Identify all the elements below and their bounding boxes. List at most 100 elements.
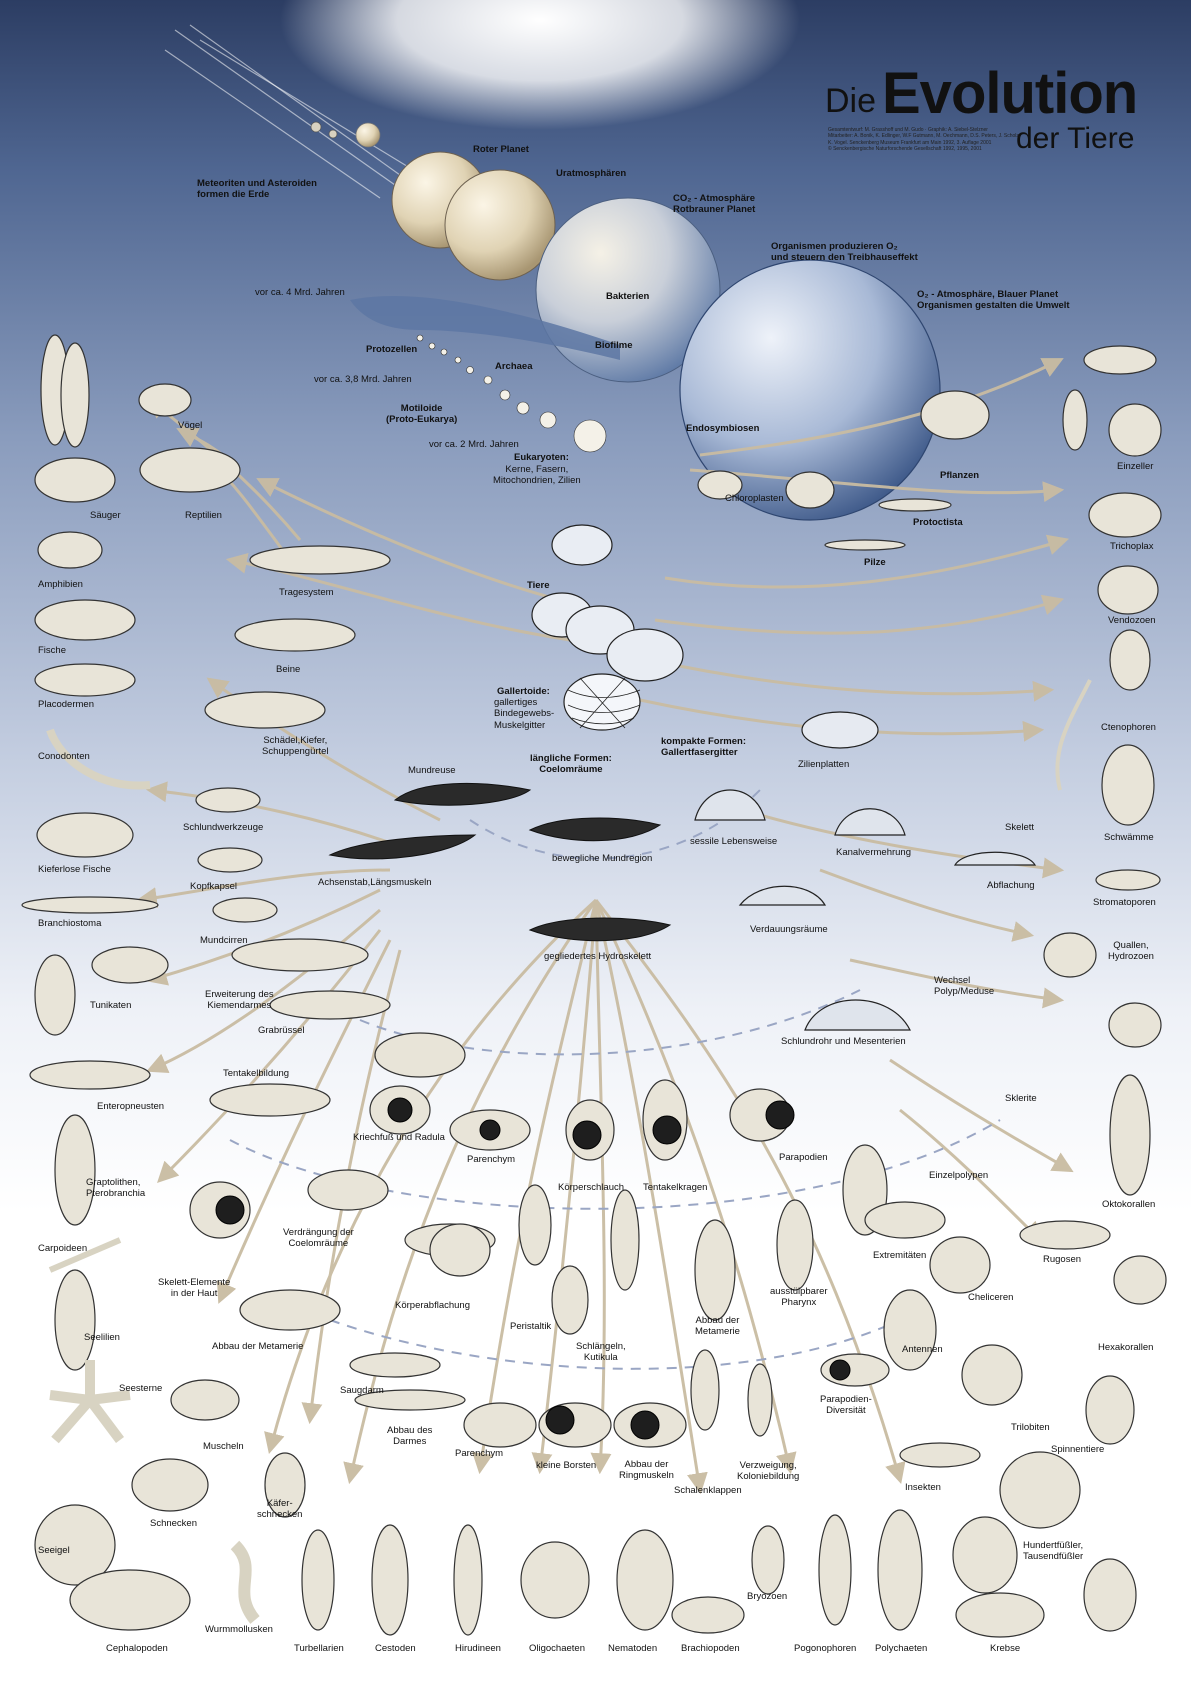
- animal-silhouettes: [21, 334, 1167, 1638]
- gallertoide-stages: [531, 524, 684, 731]
- label-pharynx: ausstülpbarer Pharynx: [770, 1286, 828, 1309]
- label-eukaryoten: Eukaryoten:: [514, 452, 569, 463]
- label-verzweigung: Verzweigung, Koloniebildung: [737, 1460, 800, 1483]
- label-oktokorallen: Oktokorallen: [1102, 1199, 1156, 1210]
- label-3-8-mrd: vor ca. 3,8 Mrd. Jahren: [314, 374, 412, 385]
- label-grabruessel: Grabrüssel: [258, 1025, 305, 1036]
- label-skelett-haut: Skelett-Elemente in der Haut: [158, 1277, 231, 1300]
- label-kiemendarm: Erweiterung des Kiemendarmes: [205, 989, 274, 1012]
- label-seelilien: Seelilien: [84, 1332, 120, 1343]
- label-kleine-borsten: kleine Borsten: [536, 1460, 597, 1471]
- label-abbau-darmes: Abbau des Darmes: [387, 1425, 433, 1448]
- label-tunikaten: Tunikaten: [90, 1000, 132, 1011]
- planet-blue: [679, 259, 941, 521]
- label-hirudineen: Hirudineen: [455, 1643, 501, 1654]
- title-evolution: Evolution: [882, 61, 1138, 126]
- label-cephalopoden: Cephalopoden: [106, 1643, 168, 1654]
- label-tiere: Tiere: [527, 580, 550, 591]
- label-trichoplax: Trichoplax: [1110, 541, 1154, 552]
- credits-line: K. Vogel. Senckenberg Museum Frankfurt a…: [828, 139, 992, 146]
- label-pflanzen: Pflanzen: [940, 470, 980, 481]
- meteor: [355, 122, 381, 148]
- arrows: [135, 358, 1074, 1495]
- label-peristaltik: Peristaltik: [510, 1321, 552, 1332]
- label-chloroplasten: Chloroplasten: [725, 493, 784, 504]
- label-sessile: sessile Lebensweise: [690, 836, 778, 847]
- label-muscheln: Muscheln: [203, 1441, 244, 1452]
- label-gallertoide: Gallertoide:: [497, 686, 550, 697]
- label-abflachung: Abflachung: [987, 880, 1035, 891]
- label-parapodien: Parapodien: [779, 1152, 828, 1163]
- label-cheliceren: Cheliceren: [968, 1292, 1014, 1303]
- label-pogonophoren: Pogonophoren: [794, 1643, 857, 1654]
- credits-line: Mitarbeiter: A. Bonik, K. Edlinger, W.F …: [828, 133, 1021, 140]
- label-schwaemme: Schwämme: [1104, 832, 1154, 843]
- label-metamerie-2: Abbau der Metamerie: [695, 1315, 740, 1338]
- label-hydroskelett: gegliedertes Hydroskelett: [544, 951, 652, 962]
- credits-line: © Senckenbergische Naturforschende Gesel…: [828, 145, 982, 152]
- meteor-streaks: [164, 24, 411, 199]
- worm-shapes: [328, 782, 672, 942]
- label-archaea: Archaea: [495, 361, 533, 372]
- label-tentakelbildung: Tentakelbildung: [223, 1068, 290, 1079]
- planet-uratmosphere: [444, 169, 556, 281]
- label-zilienplatten: Zilienplatten: [798, 759, 850, 770]
- label-uratmosphaeren: Uratmosphären: [556, 168, 627, 179]
- credits: Gesamtentwurf: M. Grasshoff und M. Gudo …: [828, 127, 1021, 152]
- label-seeigel: Seeigel: [38, 1545, 70, 1556]
- label-kieferlose-fische: Kieferlose Fische: [38, 864, 111, 875]
- label-polychaeten: Polychaeten: [875, 1643, 928, 1654]
- label-o2-atmosphaere: O₂ - Atmosphäre, Blauer Planet Organisme…: [917, 289, 1070, 312]
- label-kompakte: kompakte Formen: Gallertfasergitter: [661, 736, 746, 759]
- label-ringmuskeln: Abbau der Ringmuskeln: [619, 1459, 674, 1482]
- label-saeuger: Säuger: [90, 510, 121, 521]
- label-achsenstab: Achsenstab,Längsmuskeln: [318, 877, 432, 888]
- gallertoide-lattice: [567, 677, 641, 729]
- label-carpoideen: Carpoideen: [38, 1243, 88, 1254]
- label-rugosen: Rugosen: [1043, 1254, 1082, 1265]
- label-bewegliche-mundregion: bewegliche Mundregion: [552, 853, 653, 864]
- label-wechsel: Wechsel Polyp/Meduse: [934, 975, 995, 998]
- credits-line: Gesamtentwurf: M. Grasshoff und M. Gudo …: [828, 127, 988, 133]
- label-hexakorallen: Hexakorallen: [1098, 1342, 1154, 1353]
- label-roter-planet: Roter Planet: [473, 144, 529, 155]
- label-amphibien: Amphibien: [38, 579, 83, 590]
- label-placodermen: Placodermen: [38, 699, 94, 710]
- label-kaeferschnecken: Käfer- schnecken: [257, 1498, 303, 1521]
- label-koerperabflachung: Körperabflachung: [395, 1300, 470, 1311]
- label-gallertoide-desc: gallertiges Bindegewebs- Muskelgitter: [494, 697, 555, 731]
- label-verdauungsraeume: Verdauungsräume: [750, 924, 828, 935]
- label-stromatoporen: Stromatoporen: [1093, 897, 1156, 908]
- label-schlundwerkzeuge: Schlundwerkzeuge: [183, 822, 264, 833]
- label-sklerite: Sklerite: [1005, 1093, 1037, 1104]
- label-kriechfuss: Kriechfuß und Radula: [353, 1132, 445, 1143]
- label-eukaryoten-desc: Kerne, Fasern, Mitochondrien, Zilien: [493, 464, 581, 487]
- label-verdraengung: Verdrängung der Coelomräume: [283, 1227, 354, 1250]
- label-cestoden: Cestoden: [375, 1643, 416, 1654]
- label-mundcirren: Mundcirren: [200, 935, 248, 946]
- label-branchiostoma: Branchiostoma: [38, 918, 102, 929]
- label-parenchym-1: Parenchym: [467, 1154, 516, 1165]
- label-schlundrohr: Schlundrohr und Mesenterien: [781, 1036, 906, 1047]
- label-beine: Beine: [276, 664, 301, 675]
- label-ctenophoren: Ctenophoren: [1101, 722, 1156, 733]
- label-insekten: Insekten: [905, 1482, 941, 1493]
- label-spinnentiere: Spinnentiere: [1051, 1444, 1105, 1455]
- meteor: [310, 121, 322, 133]
- label-meteoriten: Meteoriten und Asteroiden formen die Erd…: [197, 178, 317, 201]
- label-abbau-metamerie: Abbau der Metamerie: [212, 1341, 304, 1352]
- label-tragesystem: Tragesystem: [279, 587, 334, 598]
- label-2-mrd: vor ca. 2 Mrd. Jahren: [429, 439, 519, 450]
- label-hundertfuessler: Hundertfüßler, Tausendfüßler: [1023, 1540, 1084, 1563]
- dark-cross-sections: [215, 1097, 851, 1440]
- label-co2-atmosphaere: CO₂ - Atmosphäre Rotbrauner Planet: [673, 193, 756, 216]
- label-schaedel: Schädel,Kiefer, Schuppengürtel: [262, 735, 329, 758]
- label-endosymbiosen: Endosymbiosen: [686, 423, 760, 434]
- label-parapodien-diversitaet: Parapodien- Diversität: [820, 1394, 872, 1417]
- label-4-mrd: vor ca. 4 Mrd. Jahren: [255, 287, 345, 298]
- protocell-dots: [416, 334, 607, 453]
- primeval-ocean: [350, 295, 620, 360]
- label-schnecken: Schnecken: [150, 1518, 198, 1529]
- label-voegel: Vögel: [178, 420, 203, 431]
